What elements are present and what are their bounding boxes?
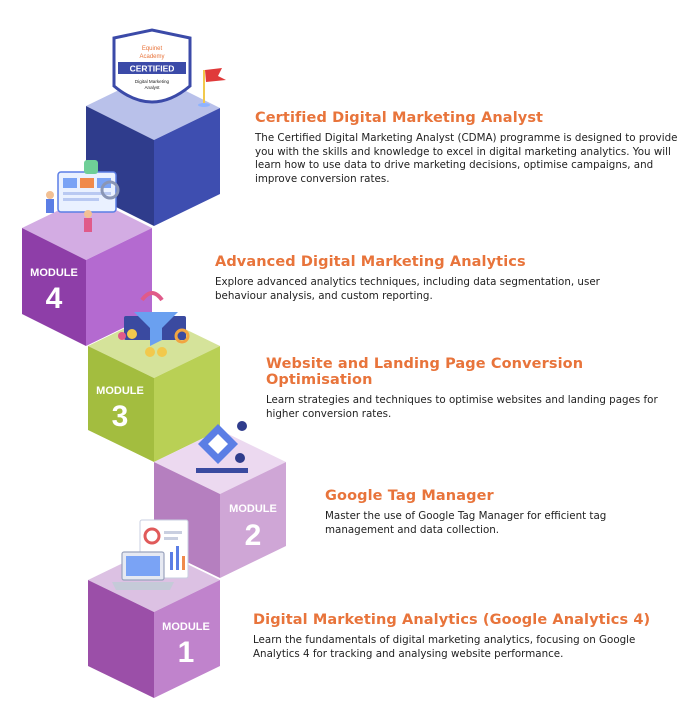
flag-icon <box>198 68 226 107</box>
module-3-description: Learn strategies and techniques to optim… <box>266 394 658 420</box>
module-3-label: MODULE <box>96 385 144 397</box>
module-1-description: Learn the fundamentals of digital market… <box>253 634 636 660</box>
module-3-title: Website and Landing Page Conversion Opti… <box>266 356 584 388</box>
badge-ribbon-text: CERTIFIED <box>130 64 175 74</box>
certification-block: Certified Digital Marketing Analyst The … <box>255 110 680 186</box>
certified-badge-icon: Equinet Academy CERTIFIED Digital Market… <box>112 28 192 104</box>
badge-brand-line1: Equinet <box>142 46 163 52</box>
tag-manager-icon <box>196 421 248 473</box>
badge-course-line2: Analyst <box>144 85 160 90</box>
module-3-cube: MODULE 3 <box>88 314 220 462</box>
module-4-title: Advanced Digital Marketing Analytics <box>215 254 526 270</box>
module-4-label: MODULE <box>30 267 78 279</box>
module-3-block: Website and Landing Page Conversion Opti… <box>266 356 661 421</box>
module-2-number: 2 <box>245 519 262 552</box>
module-1-label: MODULE <box>162 621 210 633</box>
module-4-block: Advanced Digital Marketing Analytics Exp… <box>215 254 605 303</box>
module-2-block: Google Tag Manager Master the use of Goo… <box>325 488 645 537</box>
module-2-title: Google Tag Manager <box>325 488 494 504</box>
conversion-funnel-icon <box>118 291 190 357</box>
module-4-number: 4 <box>46 282 63 315</box>
module-1-number: 1 <box>178 636 195 669</box>
module-1-title: Digital Marketing Analytics (Google Anal… <box>253 612 651 628</box>
module-1-block: Digital Marketing Analytics (Google Anal… <box>253 612 673 661</box>
laptop-analytics-icon <box>112 519 189 590</box>
module-3-number: 3 <box>112 400 129 433</box>
module-4-description: Explore advanced analytics techniques, i… <box>215 276 600 302</box>
badge-course-line1: Digital Marketing <box>135 79 170 84</box>
certification-description: The Certified Digital Marketing Analyst … <box>255 132 678 185</box>
certification-title: Certified Digital Marketing Analyst <box>255 110 544 126</box>
module-2-description: Master the use of Google Tag Manager for… <box>325 510 607 536</box>
module-2-label: MODULE <box>229 503 277 515</box>
badge-brand-line2: Academy <box>139 54 164 60</box>
analytics-dashboard-icon <box>46 160 120 232</box>
